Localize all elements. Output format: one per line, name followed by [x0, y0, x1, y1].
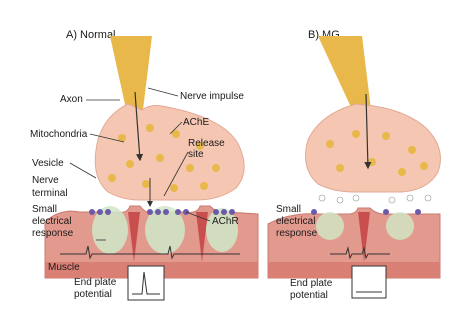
label-release-site-2: site	[188, 149, 204, 160]
label-small-response-2: electrical	[32, 216, 71, 227]
panel-b-ach-cloud-1	[316, 212, 344, 240]
label-release-site-1: Release	[188, 138, 225, 149]
panel-b: B) MG	[268, 29, 440, 301]
label-nerve-impulse: Nerve impulse	[180, 91, 244, 102]
label-muscle: Muscle	[48, 262, 80, 273]
label-axon: Axon	[60, 94, 83, 105]
panel-a-title: A) Normal	[66, 29, 116, 41]
label-b-epp-2: potential	[290, 290, 328, 301]
label-b-small-response-3: response	[276, 228, 318, 239]
label-b-epp-1: End plate	[290, 278, 333, 289]
panel-b-ach-cloud-2	[386, 212, 414, 240]
label-mitochondria: Mitochondria	[30, 129, 88, 140]
label-b-small-response-2: electrical	[276, 216, 315, 227]
label-achr: AChR	[212, 216, 239, 227]
panel-b-epp-box	[352, 266, 386, 298]
label-vesicle: Vesicle	[32, 158, 64, 169]
label-ache: AChE	[183, 117, 209, 128]
label-b-small-response-1: Small	[276, 204, 301, 215]
panel-b-nerve-terminal	[306, 104, 441, 192]
panel-b-release-vesicles	[319, 195, 431, 203]
panel-a: A) Normal	[30, 29, 258, 300]
label-nerve-terminal-1: Nerve	[32, 175, 59, 186]
label-epp-a-1: End plate	[74, 277, 117, 288]
label-nerve-terminal-2: terminal	[32, 188, 68, 199]
label-small-response-3: response	[32, 228, 74, 239]
label-small-response-1: Small	[32, 204, 57, 215]
label-epp-a-2: potential	[74, 289, 112, 300]
